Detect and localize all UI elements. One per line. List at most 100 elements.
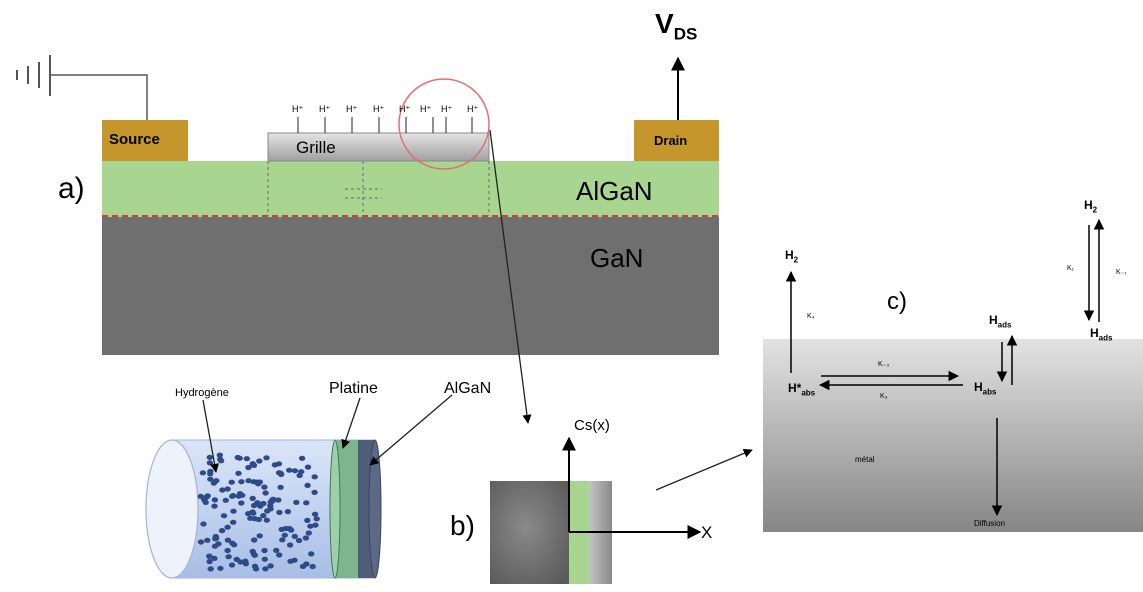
platine-pointer: [341, 397, 361, 449]
hydrogen-atom-dot: [298, 455, 306, 461]
h-plus-label: H⁺: [346, 104, 358, 114]
hydrogen-atom-dot: [293, 499, 300, 505]
panel-c: [763, 218, 1143, 532]
hydrogen-atom-dot: [251, 516, 258, 522]
hydrogen-atom-dot: [271, 462, 279, 468]
hydrogen-atom-dot: [242, 558, 249, 564]
hydrogen-atom-dot: [273, 547, 280, 554]
hydrogen-atom-dot: [286, 542, 294, 548]
hydrogen-atom-dot: [199, 470, 207, 476]
hydrogen-atom-dot: [236, 491, 244, 497]
hydrogen-atom-dot: [217, 565, 224, 571]
hydrogen-atom-dot: [220, 513, 228, 519]
h-ads-right-label: Hads: [1090, 326, 1113, 343]
hydrogen-atom-dot: [212, 533, 219, 540]
hydrogen-atom-dot: [257, 503, 264, 509]
hydrogen-atom-dot: [206, 460, 214, 466]
hydrogen-atom-dot: [197, 539, 205, 545]
hydrogen-atom-dot: [238, 500, 245, 506]
hydrogen-atom-dot: [249, 495, 256, 501]
hydrogen-atom-dot: [235, 470, 242, 476]
h-plus-label: H⁺: [441, 104, 453, 114]
hydrogen-atom-dot: [216, 452, 223, 458]
hydrogen-atom-dot: [282, 525, 290, 532]
hydrogen-atom-dot: [222, 497, 229, 503]
hydrogen-atom-dot: [275, 497, 282, 503]
k4-label: K₄: [807, 313, 815, 320]
hydrogen-atom-dot: [261, 547, 268, 554]
panel-c-label: c): [887, 288, 907, 315]
hydrogen-atom-dot: [252, 566, 260, 572]
source-contact: [102, 120, 188, 161]
k-minus3-label: K₋₃: [878, 361, 890, 368]
metal-label: métal: [855, 455, 875, 464]
panel-a: [16, 55, 719, 424]
drain-contact: [634, 120, 719, 161]
diffusion-label: Diffusion: [974, 519, 1005, 528]
hydrogen-atom-dot: [277, 484, 284, 490]
hydrogen-atom-dot: [238, 479, 245, 485]
hydrogen-atom-dot: [256, 533, 263, 539]
hydrogen-atom-dot: [304, 517, 311, 524]
zoom-arrow: [489, 129, 532, 424]
hydrogen-atom-dot: [207, 468, 214, 474]
h-plus-label: H⁺: [319, 104, 331, 114]
ground-wire: [50, 74, 148, 120]
hydrogen-atom-dot: [245, 464, 252, 471]
hydrogen-atom-dot: [303, 500, 310, 506]
gan-layer: [102, 217, 719, 355]
hydrogen-atom-dot: [291, 533, 298, 540]
drain-label: Drain: [654, 133, 688, 148]
hydrogen-atom-dot: [201, 497, 208, 503]
hydrogen-atom-dot: [256, 458, 263, 464]
hydrogen-label: Hydrogène: [175, 387, 229, 399]
hydrogen-atom-dot: [260, 513, 267, 519]
panel-a-label: a): [58, 172, 85, 205]
cs-axis-label: Cs(x): [574, 417, 610, 434]
hydrogen-atom-dot: [309, 563, 316, 570]
hydrogen-atom-dot: [276, 552, 283, 558]
hydrogen-atom-dot: [245, 478, 252, 484]
h-plus-label: H⁺: [420, 104, 432, 114]
hydrogen-atom-dot: [229, 540, 236, 546]
gate-projection: [267, 161, 490, 216]
hydrogen-atom-dot: [213, 478, 220, 484]
hydrogen-atom-dot: [206, 553, 213, 559]
hydrogen-atom-dot: [286, 467, 293, 473]
panel-b-label: b): [450, 510, 475, 541]
substrate-block: [490, 481, 569, 584]
hydrogen-atom-dot: [211, 543, 219, 549]
hydrogen-atom-dot: [230, 508, 237, 514]
hydrogen-atom-dot: [224, 524, 231, 530]
h-abs-label: Habs: [974, 380, 997, 397]
hydrogen-atom-dot: [304, 464, 312, 470]
hydrogen-atom-dot: [305, 530, 312, 536]
k-minus1-label: K₋₁: [1116, 269, 1127, 276]
hydrogen-atom-dot: [279, 537, 286, 543]
hydrogen-atom-dot: [211, 497, 219, 503]
hydrogen-atom-dot: [245, 510, 252, 517]
k1-label: K₁: [1067, 265, 1075, 272]
hydrogen-atom-dot: [311, 474, 318, 480]
source-label: Source: [109, 131, 160, 148]
hydrogen-atom-dot: [206, 558, 213, 565]
hydrogen-atom-dot: [311, 489, 318, 495]
hydrogen-atom-dot: [211, 555, 218, 562]
h-plus-label: H⁺: [373, 104, 385, 114]
hydrogen-atom-dot: [263, 455, 270, 461]
hydrogen-atom-dot: [276, 509, 283, 515]
hydrogen-atom-dot: [207, 566, 214, 572]
hydrogen-atom-dot: [224, 547, 231, 554]
hydrogen-atom-dot: [270, 496, 277, 502]
hydrogen-pointer: [202, 399, 220, 473]
hydrogen-atom-dot: [211, 503, 218, 509]
hydrogen-atom-dot: [251, 537, 258, 543]
hydrogen-atom-dot: [262, 490, 269, 496]
zoom-circle: [398, 78, 490, 170]
h-star-abs-label: H*abs: [788, 381, 816, 398]
hydrogen-atom-dot: [308, 551, 315, 557]
hydrogen-atom-dot: [224, 537, 232, 543]
hydrogen-atom-dot: [255, 481, 262, 487]
h-plus-label: H⁺: [292, 104, 304, 114]
